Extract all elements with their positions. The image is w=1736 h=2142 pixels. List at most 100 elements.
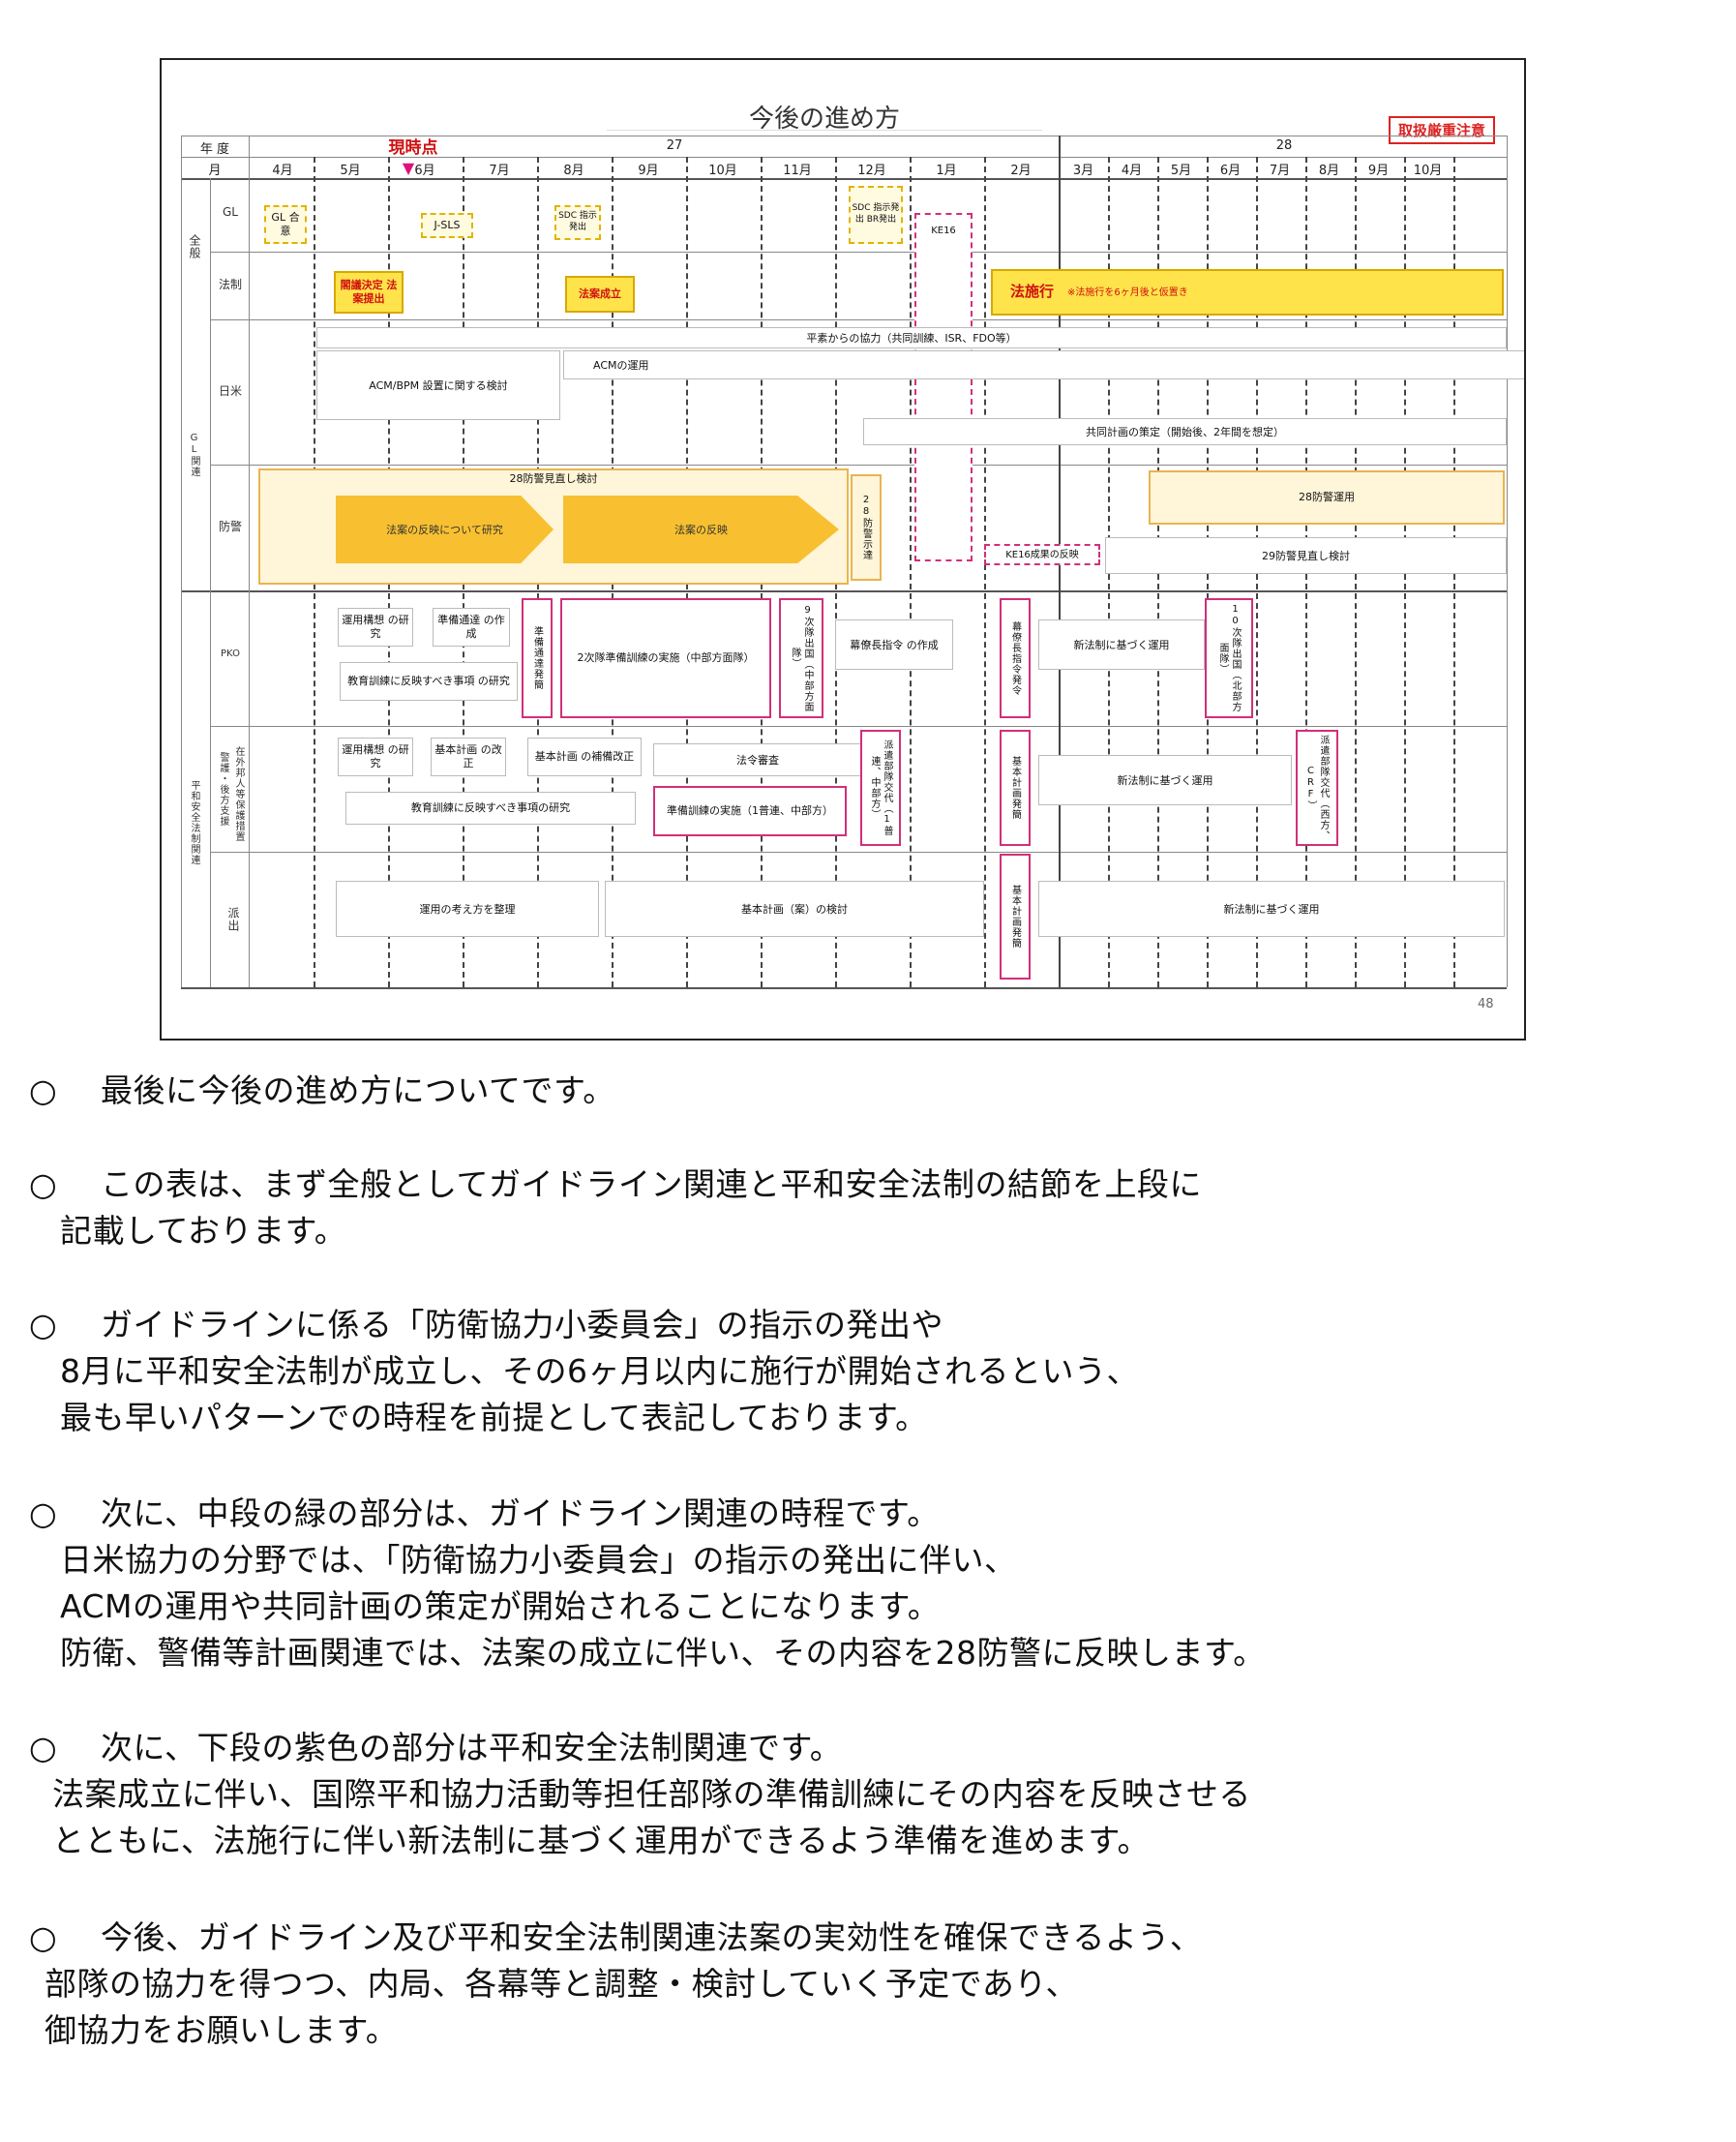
pko-prep-notice: 準備通達 の作成 <box>433 608 510 647</box>
month-2: 2月 <box>1010 164 1032 178</box>
paragraph-line: 部隊の協力を得つつ、内局、各幕等と調整・検討していく予定であり、 <box>45 1965 1079 2003</box>
row-label-d: 派出 <box>226 907 240 932</box>
current-point-marker: 現時点 <box>388 138 438 158</box>
pko-prep-notice-issued: 準備通達発簡 <box>522 598 553 718</box>
pko-dispatch-10: 10次隊出国（北部方面隊） <box>1205 598 1253 718</box>
month-8: 8月 <box>563 164 584 178</box>
schedule-grid: 年 度 月 27 28 現時点 ▼ 4月 5月 6月 7月 8月 9月 10月 … <box>181 136 1524 989</box>
escort-prep-training: 準備訓練の実施（1普連、中部方） <box>653 786 847 836</box>
escort-new-law-operation: 新法制に基づく運用 <box>1038 755 1292 805</box>
slide-title: 今後の進め方 <box>607 99 1042 134</box>
sdc-directive: SDC 指示発出 <box>554 205 601 240</box>
escort-unit-rotation: 派遣部隊交代（1普連、中部方） <box>860 730 901 846</box>
acm-study-bar: ACM/BPM 設置に関する検討 <box>316 350 560 420</box>
routine-cooperation-bar: 平素からの協力（共同訓練、ISR、FDO等） <box>316 327 1507 348</box>
bill-reflection-study-arrow: 法案の反映について研究 <box>336 496 554 563</box>
bullet-icon: ○ <box>29 1918 58 1956</box>
schedule-slide: 今後の進め方 取扱厳重注意 <box>160 58 1526 1041</box>
boukei29-review: 29防警見直し検討 <box>1105 537 1507 574</box>
paragraph-6: ○ 今後、ガイドライン及び平和安全法制関連法案の実効性を確保できるよう、 部隊の… <box>29 1915 1703 2054</box>
paragraph-line: 法案成立に伴い、国際平和協力活動等担任部隊の準備訓練にその内容を反映させる <box>52 1775 1251 1813</box>
j-sls: J-SLS <box>421 213 473 238</box>
cabinet-decision: 閣議決定 法案提出 <box>334 271 404 314</box>
pko-chief-directive-draft: 幕僚長指令 の作成 <box>835 619 953 670</box>
month-4b: 4月 <box>1121 164 1143 178</box>
paragraph-line: 8月に平和安全法制が成立し、その6ヶ月以内に施行が開始されるという、 <box>60 1352 1139 1390</box>
pko-concept-study: 運用構想 の研究 <box>338 608 413 647</box>
bullet-icon: ○ <box>29 1729 58 1766</box>
bullet-icon: ○ <box>29 1071 58 1109</box>
paragraph-2: ○ この表は、まず全般としてガイドライン関連と平和安全法制の結節を上段に 記載し… <box>29 1162 1703 1254</box>
dispatch-basic-plan-draft: 基本計画（案）の検討 <box>605 881 984 937</box>
current-point-triangle-icon: ▼ <box>402 159 415 177</box>
joint-planning-bar: 共同計画の策定（開始後、2年間を想定） <box>863 418 1507 445</box>
paragraph-line: 日米協力の分野では、「防衛協力小委員会」の指示の発出に伴い、 <box>60 1541 1017 1579</box>
legal-review: 法令審査 <box>653 743 862 776</box>
month-5: 5月 <box>340 164 361 178</box>
month-7: 7月 <box>489 164 510 178</box>
sdc-directive-2: SDC 指示発出 BR発出 <box>849 186 903 244</box>
pko-chief-directive-issued: 幕僚長指令発令 <box>1000 598 1031 718</box>
paragraph-3: ○ ガイドラインに係る「防衛協力小委員会」の指示の発出や 8月に平和安全法制が成… <box>29 1302 1703 1441</box>
month-8b: 8月 <box>1318 164 1340 178</box>
month-10b: 10月 <box>1413 164 1443 178</box>
basic-plan-revision: 基本計画 の改正 <box>431 738 506 776</box>
month-9b: 9月 <box>1367 164 1390 178</box>
ke16-period: KE16 <box>914 213 973 561</box>
acm-operation-bar: ACMの運用 <box>563 350 1524 379</box>
dispatch-concept-arrow: 運用の考え方を整理 <box>336 881 599 937</box>
escort-concept-study: 運用構想 の研究 <box>338 738 413 776</box>
pko-dispatch-9: 9次隊出国（中部方面隊） <box>779 598 823 718</box>
gl-agreement: GL 合意 <box>264 205 307 244</box>
nendo-label: 年 度 <box>199 142 230 157</box>
bullet-icon: ○ <box>29 1165 58 1203</box>
escort-basic-plan-issued: 基本計画発簡 <box>1000 730 1031 846</box>
law-enforcement-band: 法施行 ※法施行を6ヶ月後と仮置き <box>991 269 1504 316</box>
handling-badge: 取扱厳重注意 <box>1389 116 1496 144</box>
paragraph-line: 最後に今後の進め方についてです。 <box>101 1071 615 1109</box>
paragraph-line: 防衛、警備等計画関連では、法案の成立に伴い、その内容を28防警に反映します。 <box>60 1634 1266 1672</box>
paragraph-line: 次に、下段の紫色の部分は平和安全法制関連です。 <box>101 1729 843 1766</box>
dispatch-new-law-operation: 新法制に基づく運用 <box>1038 881 1505 937</box>
paragraph-line: 御協力をお願いします。 <box>45 2011 399 2049</box>
pko-training-study: 教育訓練に反映すべき事項 の研究 <box>340 662 518 701</box>
month-11: 11月 <box>783 164 812 178</box>
paragraph-line: ガイドラインに係る「防衛協力小委員会」の指示の発出や <box>101 1306 943 1343</box>
escort-unit-rotation-west: 派遣部隊交代（西方、CRF） <box>1296 730 1338 846</box>
month-7b: 7月 <box>1269 164 1291 178</box>
bill-reflection-arrow: 法案の反映 <box>563 496 839 563</box>
paragraph-1: ○ 最後に今後の進め方についてです。 <box>29 1068 1703 1114</box>
paragraph-line: とともに、法施行に伴い新法制に基づく運用ができるよう準備を進めます。 <box>52 1822 1151 1859</box>
boukei-operation: 28防警運用 <box>1149 470 1505 525</box>
paragraph-line: 最も早いパターンでの時程を前提として表記しております。 <box>60 1399 928 1436</box>
row-label-c: 在外邦人等保護措置 <box>233 745 244 842</box>
row-label-gl: GL <box>223 205 238 219</box>
month-6b: 6月 <box>1219 164 1242 178</box>
dispatch-basic-plan-issued: 基本計画発簡 <box>1000 854 1031 980</box>
row-label-zenpan: 全般 <box>188 234 201 259</box>
escort-training-study: 教育訓練に反映すべき事項の研究 <box>345 792 636 825</box>
row-label-nichibei: 日米 <box>218 384 242 398</box>
paragraph-line: この表は、まず全般としてガイドライン関連と平和安全法制の結節を上段に <box>101 1165 1203 1203</box>
page-number: 48 <box>1478 997 1494 1011</box>
month-1: 1月 <box>936 164 957 178</box>
month-3: 3月 <box>1072 164 1094 178</box>
bill-enacted: 法案成立 <box>565 276 635 313</box>
year-28: 28 <box>1275 138 1293 153</box>
boukei-issue: 28防警示達 <box>851 474 882 581</box>
row-label-housei: 法制 <box>218 278 242 291</box>
month-10: 10月 <box>708 164 737 178</box>
ke16-results-reflection: KE16成果の反映 <box>984 544 1100 565</box>
law-enforcement-note: ※法施行を6ヶ月後と仮置き <box>1067 287 1188 298</box>
row-label-pko: PKO <box>221 649 240 659</box>
basic-plan-supplement: 基本計画 の補備改正 <box>527 738 642 776</box>
pko-new-law-operation: 新法制に基づく運用 <box>1038 619 1205 670</box>
month-5b: 5月 <box>1170 164 1192 178</box>
pko-training-implementation: 2次隊準備訓練の実施（中部方面隊） <box>560 598 771 718</box>
paragraph-5: ○ 次に、下段の紫色の部分は平和安全法制関連です。 法案成立に伴い、国際平和協力… <box>29 1725 1703 1864</box>
month-9: 9月 <box>638 164 659 178</box>
row-label-b: 警護・後方支援 <box>218 752 228 827</box>
paragraph-line: 記載しております。 <box>60 1212 347 1250</box>
paragraph-line: 次に、中段の緑の部分は、ガイドライン関連の時程です。 <box>101 1494 940 1532</box>
month-label: 月 <box>208 164 222 178</box>
